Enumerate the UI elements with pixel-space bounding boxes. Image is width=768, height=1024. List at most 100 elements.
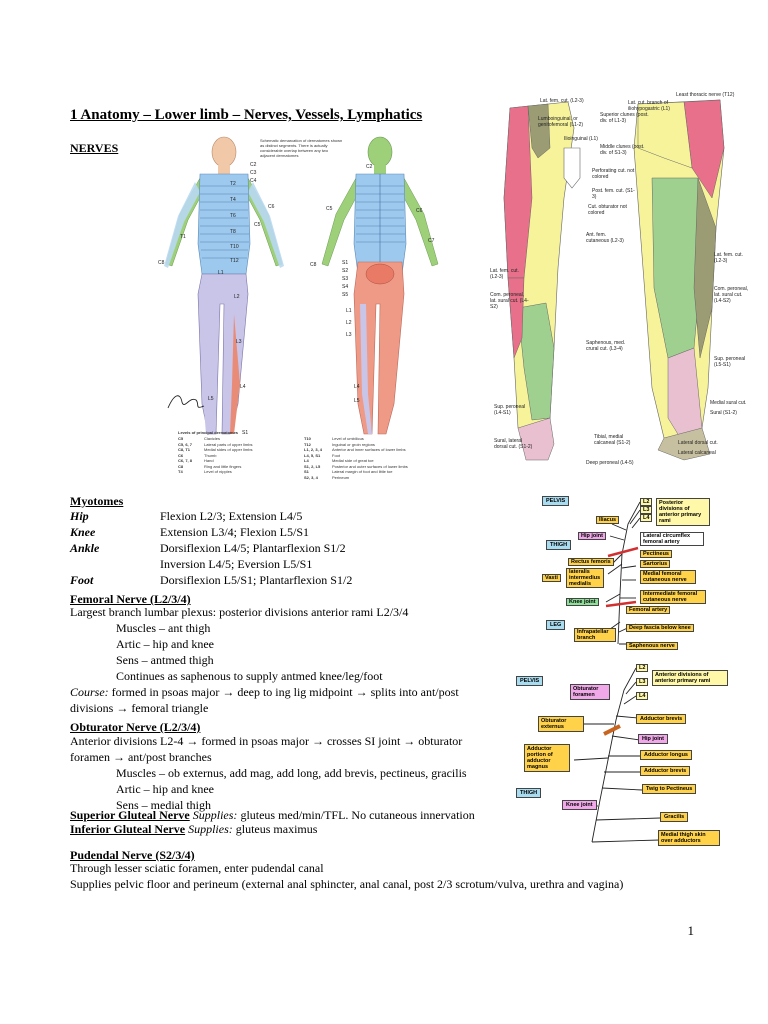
front-label: C8 [158,260,165,266]
front-label: C5 [254,222,261,228]
adductor-brevis-box: Adductor brevis [640,766,691,776]
inferior-gluteal-text: gluteus maximus [232,822,318,836]
legend-value: Thumb [204,452,217,458]
back-label: S1 [342,260,349,266]
supplies-label: Supplies: [188,822,233,836]
cut-label: Lat. fem. cut. (L2-3) [714,252,743,264]
supplies-label: Supplies: [192,808,238,822]
front-label: C6 [268,204,275,210]
legend-value: Level of umbilicus [332,436,364,441]
knee-joint-box: Knee joint [566,598,599,606]
back-body [321,136,439,435]
signature-mark [167,395,205,409]
thigh-box: THIGH [546,540,572,550]
front-label: T8 [230,229,236,235]
pelvis-box: PELVIS [516,676,544,686]
myotome-value: Dorsiflexion L4/5; Plantarflexion S1/2 [160,541,346,555]
cut-label: Ilioinguinal (L1) [564,136,598,142]
medial-thigh-skin-box: Medial thigh skin over adductors [658,830,720,846]
legend-key: C5, 6, 7 [178,441,193,447]
obturator-heading: Obturator Nerve (L2/3/4) [70,720,201,734]
front-label: C2 [250,162,257,168]
myotome-row: Inversion L4/5; Eversion L5/S1 [70,556,312,572]
page-title: 1 Anatomy – Lower limb – Nerves, Vessels… [70,107,423,123]
femoral-tree-lines [605,501,641,645]
adductor-portion-box: Adductor portion of adductor magnus [524,744,570,772]
legend-key: S1 [304,469,309,474]
pudendal-line: Through lesser sciatic foramen, enter pu… [70,861,324,875]
front-label: S1 [242,430,249,436]
back-label: L1 [346,308,352,314]
back-label: C2 [366,164,373,170]
legend-value: Anterior and inner surfaces of lower lim… [332,447,406,452]
front-label: L3 [236,339,242,345]
back-label: C8 [310,262,317,268]
root-box: L4 [636,692,649,700]
cut-label: Sural (S1-2) [710,410,737,416]
vasti-box: Vasti [542,574,561,582]
nerves-heading: NERVES [70,141,119,155]
legend-value: Foot [332,452,341,458]
obturator-externus-box: Obturator externus [538,716,584,732]
myotome-key: Foot [70,573,94,587]
hip-joint-box: Hip joint [638,734,668,744]
cut-label: Tibial, medial calcaneal (S1-2) [594,434,631,446]
legend-value: Lateral margin of foot and little toe [332,469,393,474]
legend-key: L1, 2, 3, 4 [304,447,323,452]
legend-value: Medial side of great toe [332,458,374,463]
myotomes-heading: Myotomes [70,494,124,508]
saphenous-box: Saphenous nerve [626,642,678,650]
legend-key: C6, 7, 8 [178,458,193,463]
superior-gluteal: Superior Gluteal Nerve Supplies: gluteus… [70,807,475,823]
obturator-line: Muscles – ob externus, add mag, add long… [116,766,467,780]
medial-femoral-box: Medial femoral cutaneous nerve [640,570,696,584]
front-label: C3 [250,170,257,176]
legend-value: Posterior and outer surfaces of lower li… [332,463,408,469]
back-label: L3 [346,332,352,338]
femoral-course-cont: divisions → femoral triangle [70,701,209,715]
cut-label: Cut. obturator not colored [588,204,627,216]
inferior-gluteal: Inferior Gluteal Nerve Supplies: gluteus… [70,821,317,837]
cut-label: Sup. peroneal (L5-S1) [714,356,746,368]
cut-label: Superior clunes (post. div. of L1-3) [600,112,649,124]
cut-label: Medial sural cut. [710,400,747,406]
cut-label: Middle clunes (post. div. of S1-3) [600,144,645,156]
cut-label: Lat. cut. branch of iliohypogastric (L1) [628,100,670,112]
front-label: T4 [230,197,236,203]
cut-label: Post. fem. cut. (S1-3) [592,188,635,200]
front-label: T10 [230,244,239,250]
root-box: L3 [640,506,653,514]
root-box: L2 [636,664,649,672]
thigh-box: THIGH [516,788,542,798]
front-label: L2 [234,294,240,300]
iliacus-box: Iliacus [596,516,620,524]
back-label: L2 [346,320,352,326]
myotome-key: Knee [70,525,96,539]
superior-gluteal-heading: Superior Gluteal Nerve [70,808,190,822]
legend-value: Hand [204,458,214,463]
legend-value: Perineum [332,474,350,480]
deep-fascia-box: Deep fascia below knee [626,624,694,632]
back-label: C7 [428,238,435,244]
front-label: L4 [240,384,246,390]
femoral-line: Continues as saphenous to supply antmed … [116,669,383,683]
cut-label: Perforating cut. not colored [592,168,635,180]
cut-label: Least thoracic nerve (T12) [676,92,735,98]
cut-label: Sural, lateral dorsal cut. (S1-2) [494,438,533,450]
back-label: S2 [342,268,349,274]
cut-label: Com. peroneal, lat. sural cut. (L4-S2) [714,286,749,304]
pudendal-heading: Pudendal Nerve (S2/3/4) [70,848,195,862]
sartorius-box: Sartorius [640,560,671,568]
obturator-tree-lines [573,667,661,843]
femoral-line: Artic – hip and knee [116,637,214,651]
pudendal-line: Supplies pelvic floor and perineum (exte… [70,877,624,891]
page-number: 1 [687,923,695,938]
back-label: S4 [342,284,349,290]
course-label: Course: [70,685,109,699]
front-label: L5 [208,396,214,402]
obturator-foramen-box: Obturator foramen [570,684,610,700]
